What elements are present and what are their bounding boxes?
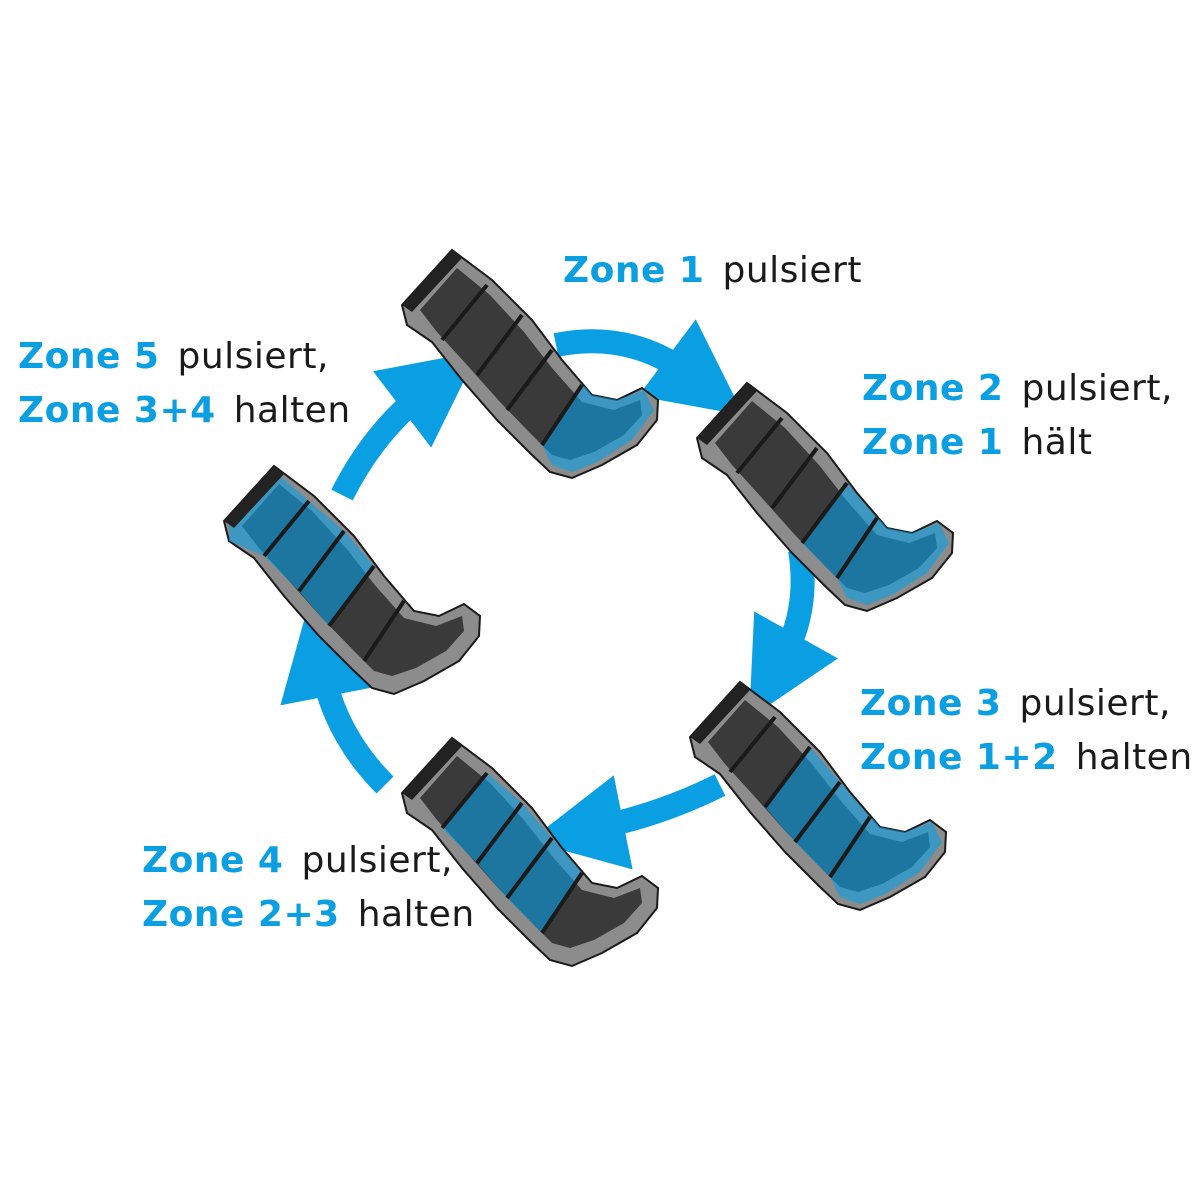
zone-name: Zone 3 — [860, 683, 1002, 724]
active-zone-2 — [795, 782, 870, 877]
active-zone-2 — [802, 483, 877, 578]
step-4-label: Zone 4 pulsiert, Zone 2+3 halten — [142, 834, 475, 942]
zone-name: Zone 4 — [142, 840, 284, 881]
zone-action: hält — [1021, 422, 1093, 463]
active-zone-3 — [477, 803, 552, 898]
zone-name: Zone 2+3 — [142, 894, 340, 935]
zone-action: halten — [233, 390, 351, 431]
active-zone-3 — [765, 747, 840, 842]
cycle-arrow-1 — [553, 319, 744, 416]
zone-name: Zone 1 — [862, 422, 1004, 463]
zone-name: Zone 1 — [563, 250, 705, 291]
zone-name: Zone 3+4 — [18, 390, 216, 431]
zone-action: halten — [357, 894, 475, 935]
boot-step-3 — [688, 680, 948, 912]
zone-action: pulsiert — [722, 250, 862, 291]
active-zone-1 — [830, 817, 942, 904]
zone-action: halten — [1075, 737, 1193, 778]
zone-action: pulsiert, — [1019, 683, 1171, 724]
active-zone-3 — [299, 531, 374, 626]
zone-action: pulsiert, — [301, 840, 453, 881]
zone-action: pulsiert, — [1021, 368, 1173, 409]
boot-step-5 — [222, 464, 482, 696]
active-zone-2 — [507, 838, 582, 933]
cycle-arrow-3 — [529, 774, 726, 870]
cycle-arrow-4 — [280, 602, 394, 794]
cycle-arrow-5 — [331, 351, 479, 501]
step-3-label: Zone 3 pulsiert, Zone 1+2 halten — [860, 677, 1193, 785]
active-zone-1 — [837, 518, 949, 605]
boot-step-2 — [695, 381, 955, 613]
boot-step-4 — [400, 736, 660, 968]
step-2-label: Zone 2 pulsiert, Zone 1 hält — [862, 362, 1173, 470]
step-5-label: Zone 5 pulsiert, Zone 3+4 halten — [18, 330, 351, 438]
active-zone-4 — [264, 501, 344, 591]
active-zone-5 — [229, 471, 309, 556]
zone-name: Zone 5 — [18, 336, 160, 377]
zone-name: Zone 1+2 — [860, 737, 1058, 778]
active-zone-4 — [442, 773, 522, 863]
boot-step-1 — [400, 248, 660, 480]
active-zone-1 — [542, 385, 654, 472]
cycle-arrow-2 — [749, 548, 838, 719]
step-1-label: Zone 1 pulsiert — [563, 244, 862, 298]
zone-name: Zone 2 — [862, 368, 1004, 409]
zone-action: pulsiert, — [177, 336, 329, 377]
